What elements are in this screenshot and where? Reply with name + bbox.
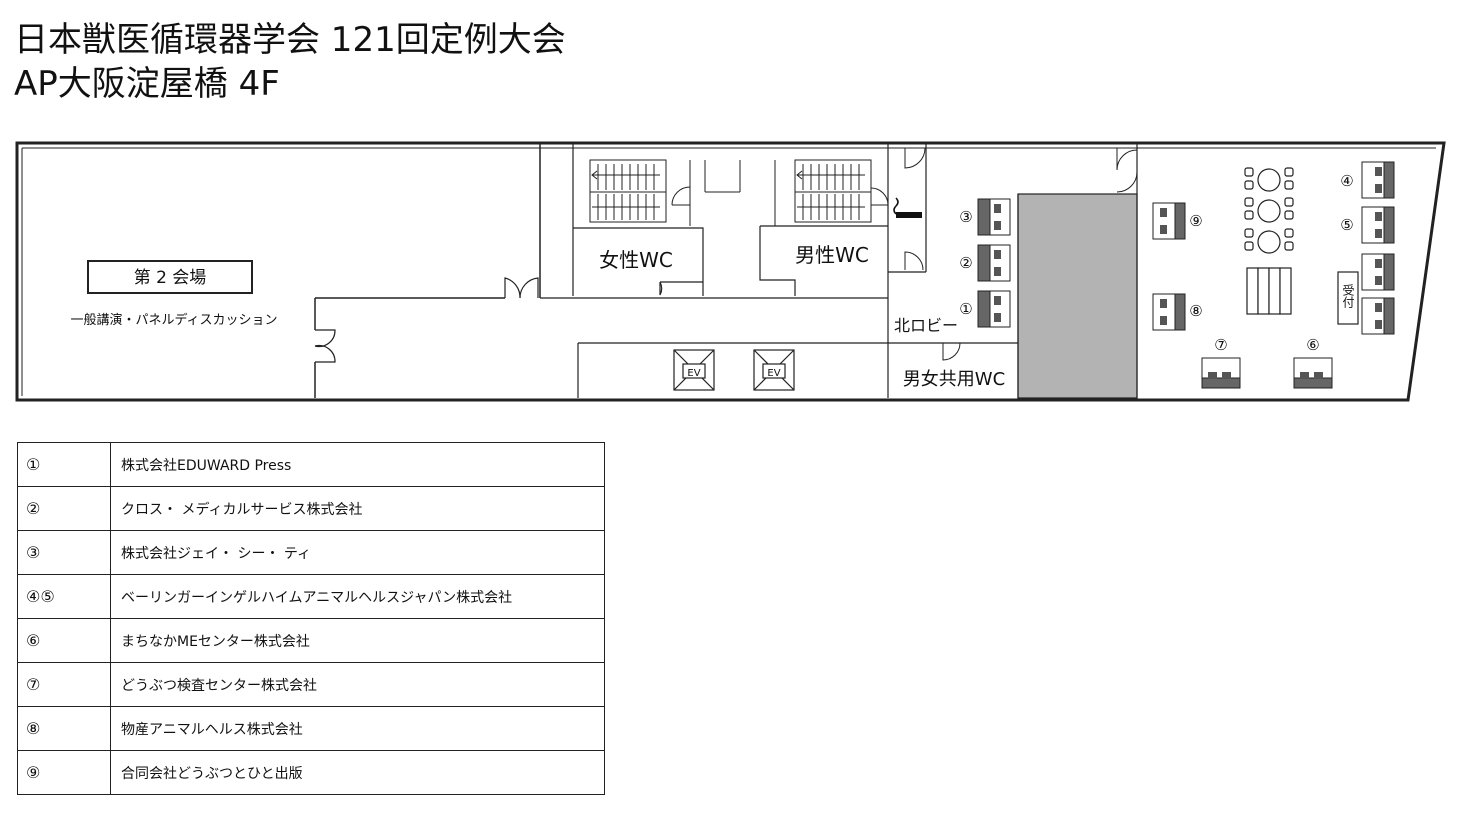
exhibitor-number: ⑧ <box>17 706 111 751</box>
table-row: ⑦ どうぶつ検査センター株式会社 <box>17 662 605 707</box>
elevator-2-label: EV <box>767 368 780 379</box>
exhibitor-name: 株式会社EDUWARD Press <box>110 442 605 487</box>
exhibitor-legend-table: ① 株式会社EDUWARD Press ② クロス・ メディカルサービス株式会社… <box>17 442 605 795</box>
table-row: ③ 株式会社ジェイ・ シー・ ティ <box>17 530 605 575</box>
booth-3-number: ③ <box>959 208 972 226</box>
atrium-void <box>1017 193 1138 399</box>
hall-2-label: 第 2 会場 <box>134 268 207 288</box>
booth-4-number: ④ <box>1340 172 1353 190</box>
booth-8-number: ⑧ <box>1189 302 1202 320</box>
booth-6 <box>1293 357 1333 389</box>
hall-2-caption: 一般講演・パネルディスカッション <box>70 312 277 328</box>
exhibitor-name: ベーリンガーインゲルハイムアニマルヘルスジャパン株式会社 <box>110 574 605 619</box>
building-outline <box>15 141 1446 402</box>
wc-unisex-label: 男女共用WC <box>903 369 1005 390</box>
table-row: ④⑤ ベーリンガーインゲルハイムアニマルヘルスジャパン株式会社 <box>17 574 605 619</box>
door-north-1 <box>904 147 926 169</box>
booth-1-number: ① <box>959 300 972 318</box>
booth-6-number: ⑥ <box>1306 336 1319 354</box>
exhibitor-number: ⑥ <box>17 618 111 663</box>
page-title: 日本獣医循環器学会 121回定例大会 <box>14 20 566 60</box>
elevator-1 <box>673 349 715 391</box>
booth-4 <box>1361 161 1395 199</box>
booth-1 <box>977 290 1011 328</box>
elevator-1-label: EV <box>687 368 700 379</box>
door-stair-1 <box>671 186 691 206</box>
booth-5-number: ⑤ <box>1340 216 1353 234</box>
exhibitor-name: 物産アニマルヘルス株式会社 <box>110 706 605 751</box>
booth-7-number: ⑦ <box>1214 336 1227 354</box>
booth-8 <box>1152 293 1186 331</box>
staircase-1 <box>589 159 667 223</box>
table-row: ① 株式会社EDUWARD Press <box>17 442 605 487</box>
booth-extra-1 <box>1361 253 1395 291</box>
staircase-2 <box>794 159 872 223</box>
table-row: ⑥ まちなかMEセンター株式会社 <box>17 618 605 663</box>
door-hall-side <box>314 329 336 363</box>
exhibitor-name: 合同会社どうぶつとひと出版 <box>110 750 605 795</box>
exhibitor-number: ⑦ <box>17 662 111 707</box>
venue-subtitle: AP大阪淀屋橋 4F <box>14 64 280 104</box>
table-row: ② クロス・ メディカルサービス株式会社 <box>17 486 605 531</box>
long-tables <box>1246 267 1292 315</box>
north-lobby-label: 北ロビー <box>894 316 958 335</box>
exhibitor-number: ⑨ <box>17 750 111 795</box>
wc-male-room <box>759 225 888 296</box>
exhibitor-name: どうぶつ検査センター株式会社 <box>110 662 605 707</box>
door-unisex-wc <box>942 342 961 361</box>
lounge-tables <box>1244 167 1294 254</box>
hall-2-label-box <box>87 260 253 294</box>
wc-male-label: 男性WC <box>795 243 869 267</box>
elevator-2 <box>753 349 795 391</box>
booth-extra-2 <box>1361 297 1395 335</box>
reception-desk <box>1337 271 1359 325</box>
door-east <box>1116 148 1138 193</box>
exhibitor-number: ③ <box>17 530 111 575</box>
wc-female-room <box>573 227 704 296</box>
booth-3 <box>977 198 1011 236</box>
exhibitor-name: まちなかMEセンター株式会社 <box>110 618 605 663</box>
booth-9 <box>1152 202 1186 240</box>
booth-2-number: ② <box>959 254 972 272</box>
exhibitor-name: クロス・ メディカルサービス株式会社 <box>110 486 605 531</box>
booth-9-number: ⑨ <box>1189 212 1202 230</box>
exhibitor-number: ④⑤ <box>17 574 111 619</box>
door-stair-2 <box>870 187 889 206</box>
booth-7 <box>1201 357 1241 389</box>
wc-female-label: 女性WC <box>599 248 673 272</box>
table-row: ⑨ 合同会社どうぶつとひと出版 <box>17 750 605 795</box>
smoking-area-icon <box>893 197 922 218</box>
exhibitor-name: 株式会社ジェイ・ シー・ ティ <box>110 530 605 575</box>
door-north-2 <box>904 251 924 271</box>
floor-plan: 第 2 会場 一般講演・パネルディスカッション <box>15 141 1446 402</box>
exhibitor-number: ② <box>17 486 111 531</box>
exhibitor-number: ① <box>17 442 111 487</box>
booth-2 <box>977 244 1011 282</box>
table-row: ⑧ 物産アニマルヘルス株式会社 <box>17 706 605 751</box>
door-hall-top <box>504 277 539 299</box>
hall-2-room <box>314 143 541 398</box>
reception-label: 受付 <box>1341 284 1355 309</box>
booth-5 <box>1361 206 1395 244</box>
